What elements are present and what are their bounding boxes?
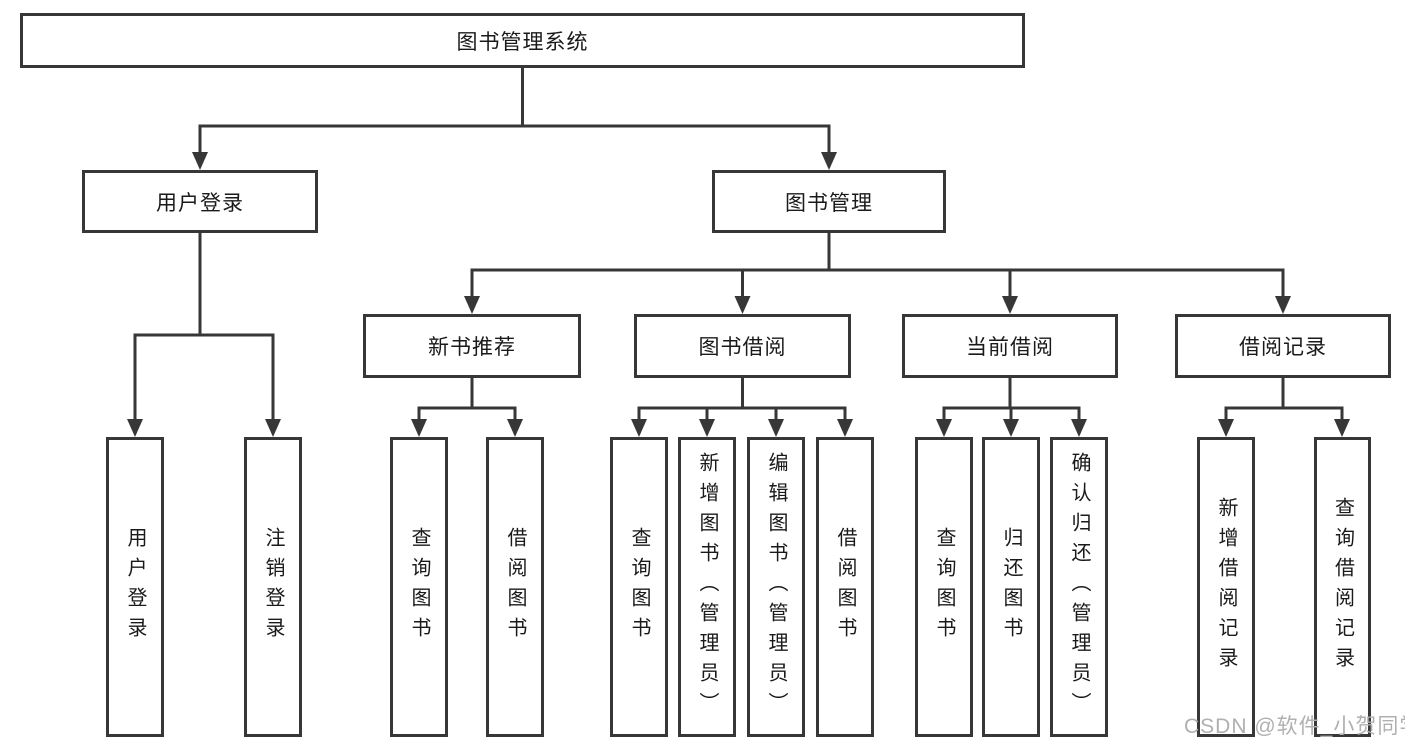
node-current-borrow: 当前借阅 [902,314,1118,378]
leaf-edit-book-admin: 编辑图书（管理员） [747,437,805,737]
leaf-user-login: 用户登录 [106,437,164,737]
connector-paths [133,68,1344,419]
leaf-borrow-books-recommend: 借阅图书 [486,437,544,737]
leaf-query-borrow-record: 查询借阅记录 [1314,437,1371,737]
node-library-system: 图书管理系统 [20,13,1025,68]
leaf-logout: 注销登录 [244,437,302,737]
node-user-login: 用户登录 [82,170,318,233]
node-book-borrow: 图书借阅 [634,314,851,378]
node-book-management: 图书管理 [712,170,946,233]
leaf-return-book: 归还图书 [982,437,1040,737]
leaf-query-books-recommend: 查询图书 [390,437,448,737]
leaf-query-books-borrow: 查询图书 [610,437,668,737]
leaf-add-book-admin: 新增图书（管理员） [678,437,736,737]
leaf-add-borrow-record: 新增借阅记录 [1197,437,1255,737]
leaf-borrow-books: 借阅图书 [816,437,874,737]
leaf-confirm-return-admin: 确认归还（管理员） [1050,437,1108,737]
connector-arrowheads [127,152,1350,437]
node-borrow-records: 借阅记录 [1175,314,1391,378]
leaf-query-books-current: 查询图书 [915,437,973,737]
watermark: CSDN @软件_小贺同学 [1184,715,1405,738]
node-new-book-recommend: 新书推荐 [363,314,581,378]
